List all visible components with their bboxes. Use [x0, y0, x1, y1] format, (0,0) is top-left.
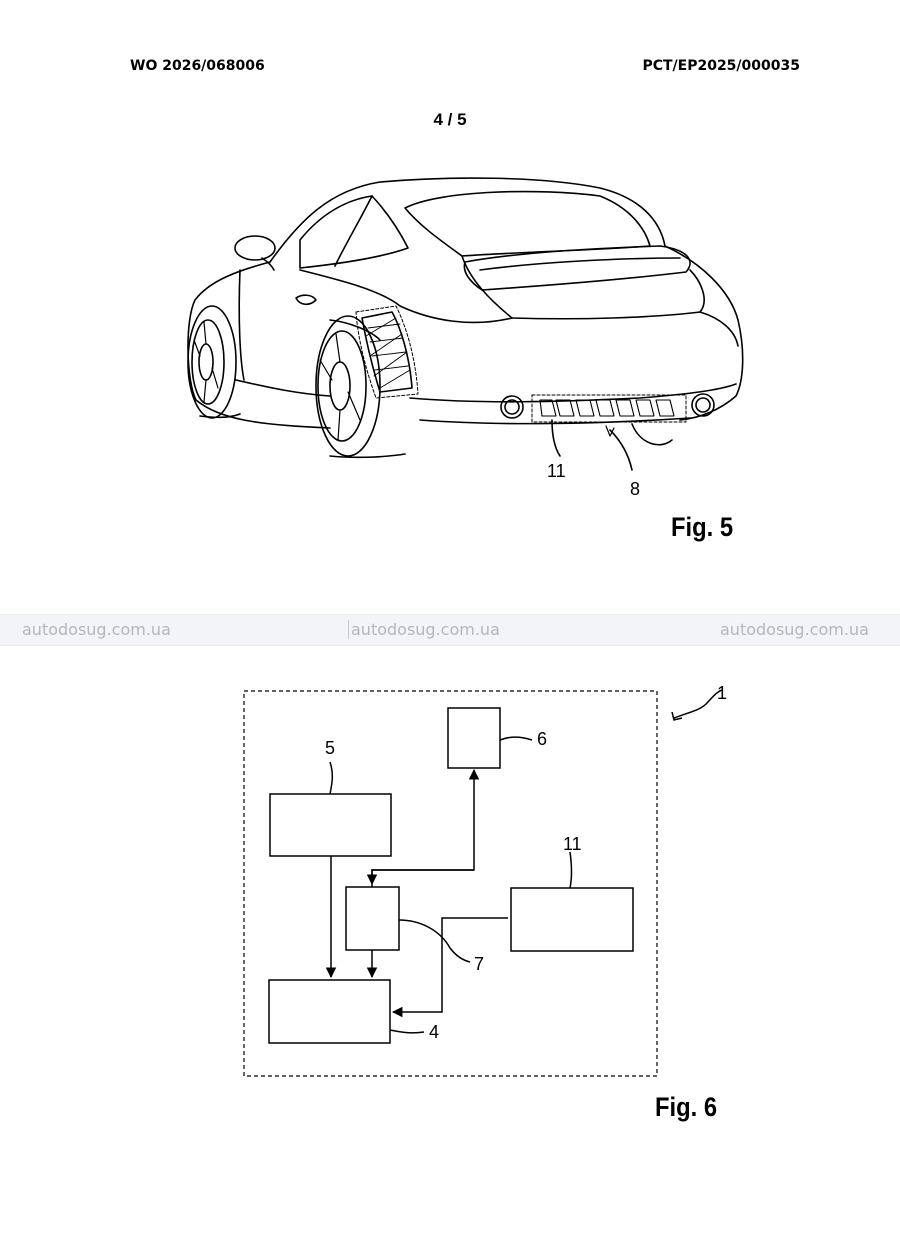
side-window — [299, 195, 409, 269]
side-mirror — [234, 235, 276, 261]
figure-5-caption: Fig. 5 — [671, 512, 734, 542]
block-6 — [447, 707, 501, 769]
front-wheel — [187, 305, 237, 419]
block-7 — [345, 886, 400, 951]
car-rear-outline — [664, 245, 744, 421]
diffuser-fins — [539, 399, 675, 417]
link-6-to-7 — [366, 869, 474, 886]
block-11 — [510, 887, 634, 952]
leader-4 — [389, 1029, 425, 1034]
watermark-text: autodosug.com.ua — [22, 620, 171, 639]
ref-5: 5 — [325, 738, 335, 758]
rear-bumper — [409, 383, 737, 403]
ref-8-fig5: 8 — [630, 479, 640, 499]
leader-1 — [673, 689, 723, 719]
rear-wheel-left — [315, 315, 381, 457]
watermark-band — [0, 614, 900, 646]
b-pillar — [334, 195, 373, 267]
block-4 — [268, 979, 391, 1044]
link-11-4 — [391, 917, 508, 1018]
watermark-text: autodosug.com.ua — [720, 620, 869, 639]
exhaust-right — [691, 393, 715, 417]
ref-11: 11 — [563, 834, 582, 854]
figure-5-drawing: 11 8 — [187, 177, 744, 499]
diffuser-outline — [531, 394, 687, 423]
exhaust-left — [500, 395, 524, 419]
leader-11 — [569, 851, 573, 889]
sheet-number: 4 / 5 — [433, 110, 467, 129]
ref-7: 7 — [474, 954, 484, 974]
figure-6-caption: Fig. 6 — [655, 1092, 718, 1122]
publication-number: WO 2026/068006 — [130, 58, 265, 74]
application-number: PCT/EP2025/000035 — [642, 58, 800, 74]
leader-5 — [329, 761, 334, 795]
ref-6: 6 — [537, 729, 547, 749]
car-roof-outline — [269, 177, 666, 263]
leader-11 — [551, 419, 561, 457]
leader-6 — [499, 736, 533, 741]
watermark-text: autodosug.com.ua — [348, 620, 500, 639]
ref-11-fig5: 11 — [547, 461, 566, 481]
side-intake — [361, 311, 413, 393]
ref-4: 4 — [429, 1022, 439, 1042]
system-boundary — [243, 690, 658, 1077]
block-5 — [269, 793, 392, 857]
leader-8 — [609, 429, 633, 471]
leader-7 — [398, 919, 471, 963]
ref-1: 1 — [717, 683, 727, 703]
